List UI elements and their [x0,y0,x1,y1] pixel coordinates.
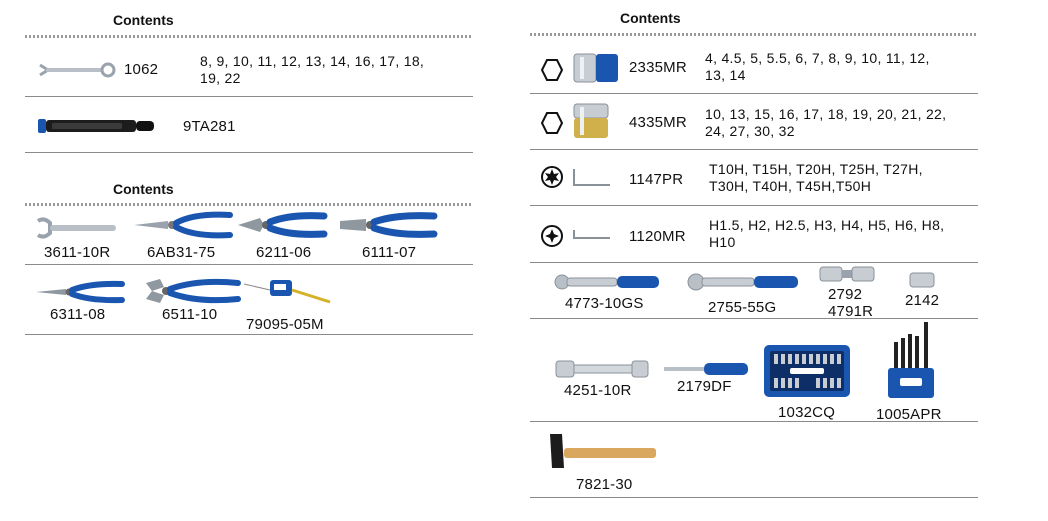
sizes-line: 13, 14 [705,67,746,83]
item-code: 2142 [905,292,940,309]
row-divider [25,152,473,153]
l-key-icon [573,230,610,239]
socket-icon [573,103,609,138]
sizes-line: H1.5, H2, H2.5, H3, H4, H5, H6, H8, [709,217,945,233]
item-code: 79095-05M [246,316,324,333]
hex-12-point-icon [540,112,564,134]
sizes-line: 10, 13, 15, 16, 17, 18, 19, 20, 21, 22, [705,106,947,122]
row-divider [530,93,978,94]
ratchet-icon [554,274,659,290]
item-code: 4791R [828,303,874,320]
sizes-line: 8, 9, 10, 11, 12, 13, 14, 16, 17, 18, [200,53,425,69]
torx-icon [541,166,563,188]
row-divider [25,96,473,97]
item-code: 2179DF [677,378,732,395]
universal-joint-icon [819,266,875,282]
sizes-line: 4, 4.5, 5, 5.5, 6, 7, 8, 9, 10, 11, 12, [705,50,930,66]
spinner-handle-icon [664,363,748,375]
item-code: 2792 [828,286,863,303]
contents-title-right: Contents [620,10,681,26]
tape-measure-icon [243,280,331,304]
item-code: 1120MR [629,228,686,245]
item-code: 6511-10 [162,306,218,323]
item-code: 9TA281 [183,118,236,135]
item-code: 6AB31-75 [147,244,216,261]
row-divider [530,318,978,319]
item-code: 3611-10R [44,244,111,261]
dashed-divider [25,203,473,206]
dashed-divider [530,33,978,36]
item-sizes: T10H, T15H, T20H, T25H, T27H, T30H, T40H… [709,161,923,195]
item-code: 2335MR [629,59,687,76]
hex-key-icon [541,225,563,247]
long-nose-pliers-icon [36,280,125,304]
item-sizes: 4, 4.5, 5, 5.5, 6, 7, 8, 9, 10, 11, 12, … [705,50,930,84]
hammer-icon [550,434,656,468]
sizes-line: 24, 27, 30, 32 [705,123,795,139]
cable-stripper-icon [134,211,233,239]
row-divider [530,421,978,422]
sizes-line: 19, 22 [200,70,241,86]
item-code-stack: 2792 4791R [828,286,873,320]
item-code: 6311-08 [50,306,106,323]
item-sizes: H1.5, H2, H2.5, H3, H4, H5, H6, H8, H10 [709,217,944,251]
ratchet-icon [687,273,798,291]
bit-set-box-icon [764,345,850,397]
torch-icon [38,119,154,133]
row-divider [530,497,978,498]
item-code: 6111-07 [362,244,417,261]
row-divider [530,205,978,206]
adjustable-wrench-icon [36,217,116,239]
item-code: 4773-10GS [565,295,644,312]
combination-pliers-icon [340,212,438,238]
contents-title-middle: Contents [113,181,174,197]
water-pump-pliers-icon [146,278,241,304]
item-code: 1032CQ [778,404,836,421]
item-code: 1062 [124,61,159,78]
sizes-line: T30H, T40H, T45H,T50H [709,178,872,194]
row-divider [530,262,978,263]
item-code: 6211-06 [256,244,312,261]
item-sizes: 8, 9, 10, 11, 12, 13, 14, 16, 17, 18, 19… [200,53,424,87]
adapter-icon [909,272,935,288]
item-code: 1005APR [876,406,942,423]
combination-wrench-icon [39,62,116,78]
punch-set-icon [888,322,934,398]
socket-icon [573,53,618,83]
item-sizes: 10, 13, 15, 16, 17, 18, 19, 20, 21, 22, … [705,106,946,140]
l-key-icon [573,169,610,186]
item-code: 1147PR [629,171,684,188]
row-divider [25,264,473,265]
hex-6-point-icon [540,59,564,81]
sizes-line: H10 [709,234,736,250]
item-code: 7821-30 [576,476,633,493]
sizes-line: T10H, T15H, T20H, T25H, T27H, [709,161,923,177]
contents-title-top: Contents [113,12,174,28]
dashed-divider [25,35,473,38]
row-divider [25,334,473,335]
item-code: 4335MR [629,114,687,131]
item-code: 2755-55G [708,299,777,316]
item-code: 4251-10R [564,382,632,399]
diagonal-cutter-icon [238,212,328,238]
extension-bar-icon [555,360,649,378]
row-divider [530,149,978,150]
